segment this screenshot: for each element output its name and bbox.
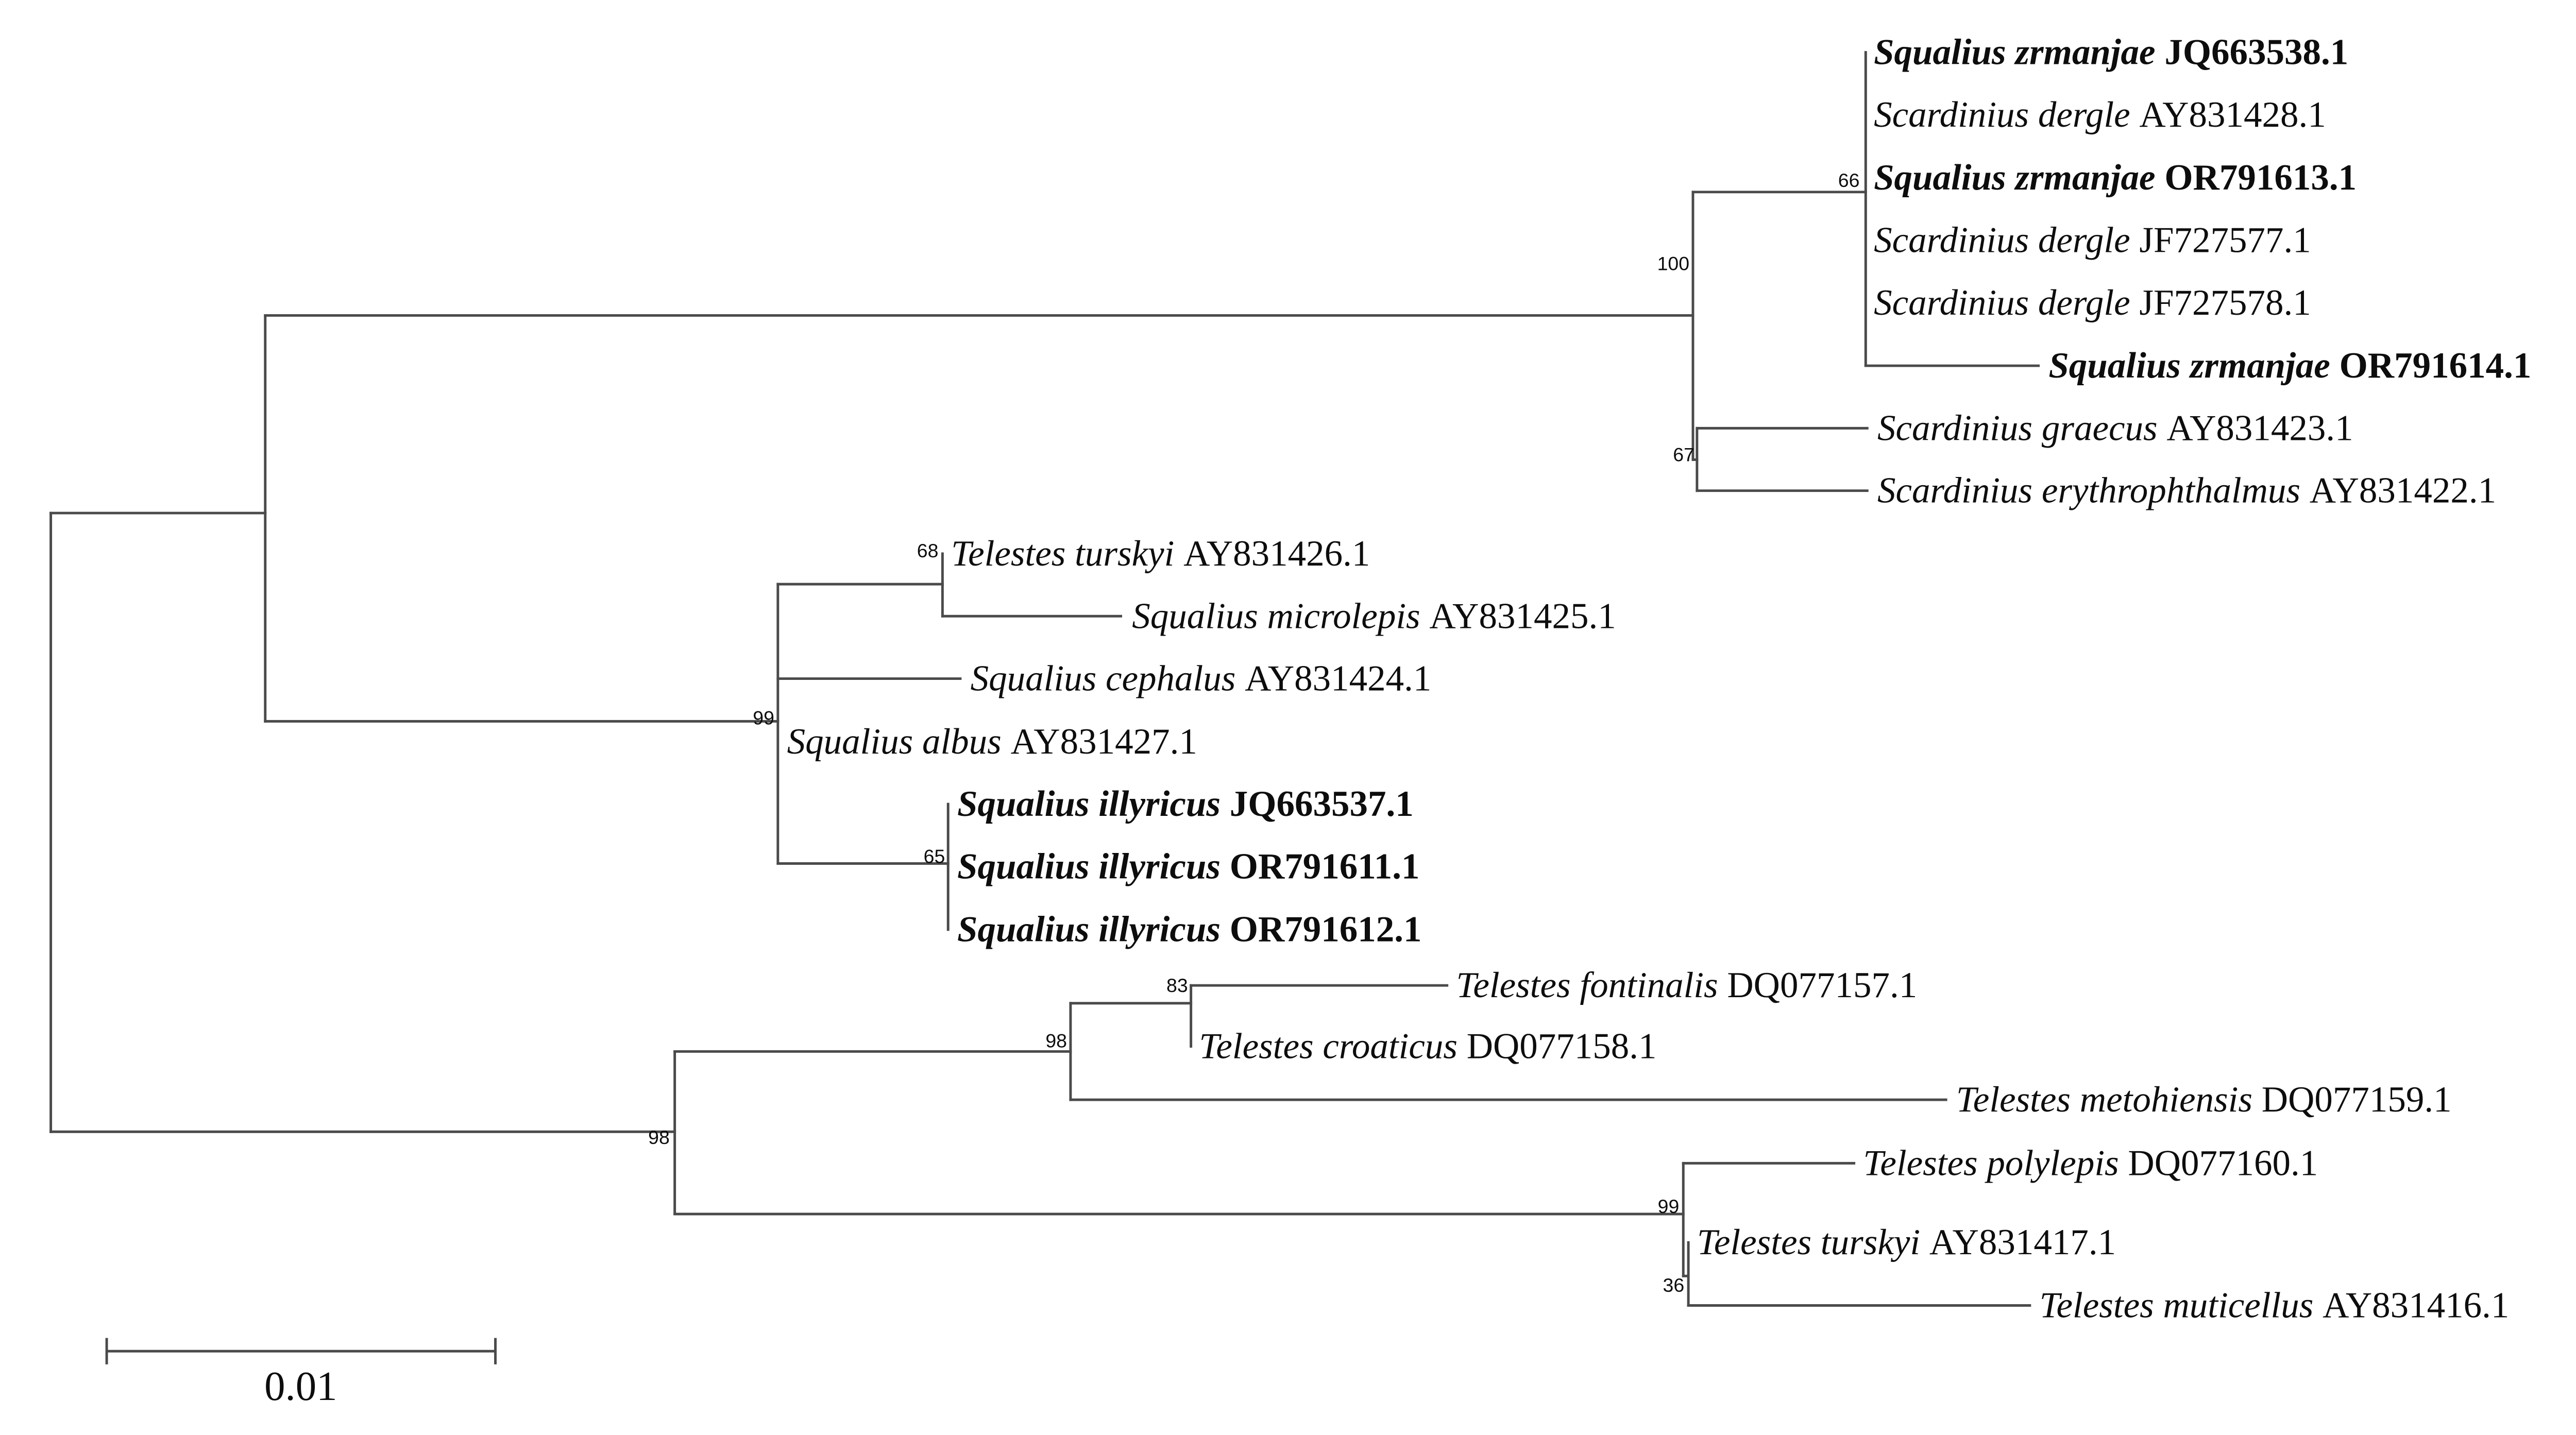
taxon-accession-number: DQ077158.1 xyxy=(1467,1027,1657,1067)
bootstrap-value: 83 xyxy=(1166,975,1188,996)
taxon-species-name: Telestes turskyi xyxy=(951,534,1183,574)
taxon-species-name: Squalius zrmanjae xyxy=(2048,346,2339,386)
taxon-label: Scardinius erythrophthalmus AY831422.1 xyxy=(1877,471,2496,511)
taxon-label: Telestes fontinalis DQ077157.1 xyxy=(1456,965,1917,1005)
taxon-label: Squalius illyricus OR791611.1 xyxy=(957,846,1420,886)
taxon-accession-number: AY831426.1 xyxy=(1183,534,1370,574)
taxon-accession-number: AY831422.1 xyxy=(2310,471,2496,511)
taxon-label: Squalius microlepis AY831425.1 xyxy=(1132,596,1616,636)
taxon-label: Scardinius dergle JF727577.1 xyxy=(1874,220,2311,260)
bootstrap-value: 67 xyxy=(1673,443,1694,465)
taxon-accession-number: DQ077159.1 xyxy=(2262,1080,2452,1120)
scale-bar-label: 0.01 xyxy=(264,1363,337,1409)
taxon-accession-number: OR791613.1 xyxy=(2164,158,2357,198)
taxon-species-name: Squalius cephalus xyxy=(971,659,1245,699)
taxon-species-name: Squalius illyricus xyxy=(957,910,1230,950)
taxon-label: Telestes croaticus DQ077158.1 xyxy=(1199,1027,1656,1067)
taxon-accession-number: AY831423.1 xyxy=(2166,408,2353,448)
taxon-species-name: Squalius zrmanjae xyxy=(1874,32,2164,73)
taxon-accession-number: OR791611.1 xyxy=(1230,846,1420,886)
taxon-species-name: Squalius microlepis xyxy=(1132,596,1429,636)
taxon-species-name: Scardinius graecus xyxy=(1877,408,2166,448)
taxon-species-name: Telestes metohiensis xyxy=(1956,1080,2262,1120)
taxon-label: Telestes polylepis DQ077160.1 xyxy=(1863,1143,2318,1183)
bootstrap-value: 98 xyxy=(1045,1030,1067,1052)
bootstrap-value: 36 xyxy=(1663,1274,1685,1296)
taxon-species-name: Telestes muticellus xyxy=(2040,1286,2323,1326)
taxon-label: Squalius zrmanjae OR791614.1 xyxy=(2048,346,2531,386)
taxon-species-name: Telestes fontinalis xyxy=(1456,965,1727,1005)
taxon-label: Squalius cephalus AY831424.1 xyxy=(971,659,1432,699)
taxon-species-name: Squalius albus xyxy=(787,722,1011,762)
bootstrap-value: 65 xyxy=(924,846,945,867)
bootstrap-value: 98 xyxy=(648,1126,670,1148)
bootstrap-value: 66 xyxy=(1838,169,1860,191)
bootstrap-value: 99 xyxy=(753,707,774,728)
taxon-accession-number: JF727577.1 xyxy=(2139,220,2311,260)
taxon-label: Squalius albus AY831427.1 xyxy=(787,722,1197,762)
taxon-species-name: Squalius zrmanjae xyxy=(1874,158,2164,198)
bootstrap-value: 100 xyxy=(1657,253,1690,275)
taxon-species-name: Squalius illyricus xyxy=(957,784,1230,824)
taxon-species-name: Squalius illyricus xyxy=(957,846,1230,886)
taxon-label: Squalius illyricus OR791612.1 xyxy=(957,910,1421,950)
bootstrap-value: 99 xyxy=(1658,1195,1680,1217)
taxon-accession-number: AY831424.1 xyxy=(1245,659,1431,699)
bootstrap-value: 68 xyxy=(917,540,939,561)
taxon-species-name: Telestes polylepis xyxy=(1863,1143,2128,1183)
taxon-accession-number: AY831428.1 xyxy=(2139,95,2326,135)
taxon-species-name: Telestes turskyi xyxy=(1697,1222,1929,1262)
taxon-accession-number: JF727578.1 xyxy=(2139,283,2311,323)
taxon-accession-number: AY831427.1 xyxy=(1011,722,1197,762)
taxon-label: Telestes turskyi AY831426.1 xyxy=(951,534,1370,574)
taxon-accession-number: OR791612.1 xyxy=(1230,910,1422,950)
taxon-label: Scardinius dergle JF727578.1 xyxy=(1874,283,2311,323)
taxon-species-name: Scardinius erythrophthalmus xyxy=(1877,471,2310,511)
taxon-accession-number: JQ663537.1 xyxy=(1230,784,1414,824)
taxon-species-name: Scardinius dergle xyxy=(1874,283,2139,323)
taxon-species-name: Scardinius dergle xyxy=(1874,95,2139,135)
taxon-label: Scardinius dergle AY831428.1 xyxy=(1874,95,2326,135)
taxon-species-name: Scardinius dergle xyxy=(1874,220,2139,260)
taxon-accession-number: JQ663538.1 xyxy=(2164,32,2348,73)
taxon-label: Scardinius graecus AY831423.1 xyxy=(1877,408,2353,448)
taxon-label: Squalius zrmanjae JQ663538.1 xyxy=(1874,32,2348,73)
taxon-accession-number: DQ077160.1 xyxy=(2128,1143,2318,1183)
taxon-label: Telestes turskyi AY831417.1 xyxy=(1697,1222,2116,1262)
taxon-accession-number: AY831417.1 xyxy=(1929,1222,2116,1262)
taxon-accession-number: AY831416.1 xyxy=(2323,1286,2509,1326)
taxon-accession-number: DQ077157.1 xyxy=(1727,965,1917,1005)
taxon-label: Telestes muticellus AY831416.1 xyxy=(2040,1286,2510,1326)
taxon-accession-number: AY831425.1 xyxy=(1429,596,1616,636)
taxon-species-name: Telestes croaticus xyxy=(1199,1027,1466,1067)
taxon-accession-number: OR791614.1 xyxy=(2340,346,2532,386)
taxon-label: Squalius illyricus JQ663537.1 xyxy=(957,784,1414,824)
taxon-label: Squalius zrmanjae OR791613.1 xyxy=(1874,158,2357,198)
taxon-label: Telestes metohiensis DQ077159.1 xyxy=(1956,1080,2452,1120)
